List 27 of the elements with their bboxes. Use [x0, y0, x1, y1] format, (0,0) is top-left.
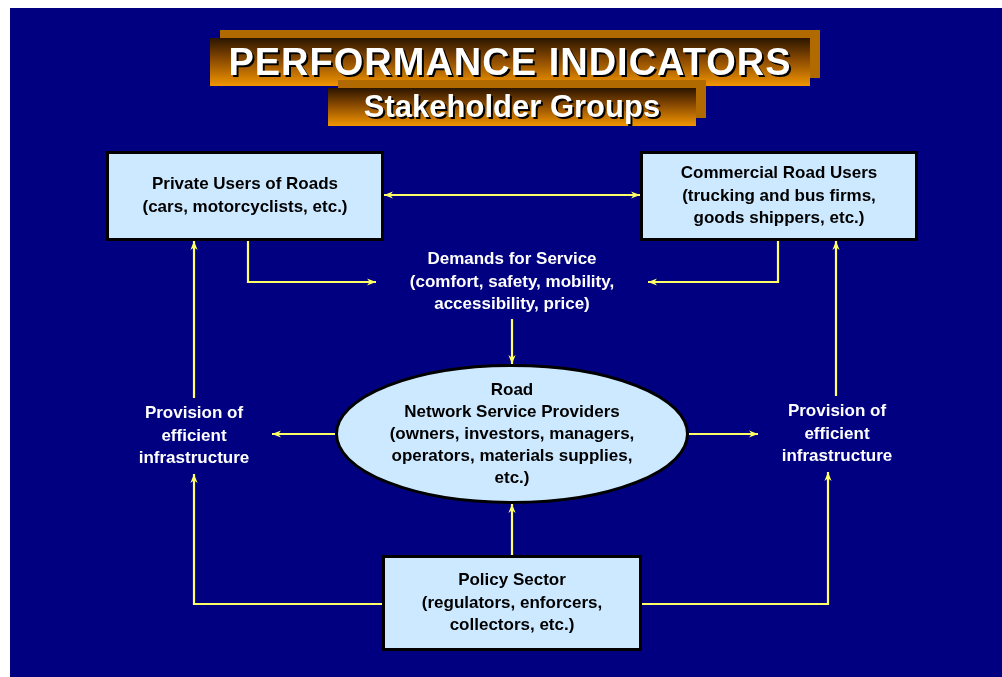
arrow: [190, 474, 382, 606]
node-description: (owners, investors, managers, operators, materials supplies, etc.): [388, 422, 636, 490]
node-description: (cars, motorcyclists, etc.): [142, 196, 348, 218]
annotation-text: Provision of efficient infrastructure: [137, 401, 251, 470]
node-title: Commercial Road Users: [680, 161, 878, 184]
annotation-text: Demands for Service: [427, 247, 597, 270]
arrow: [832, 241, 840, 396]
arrow: [190, 241, 198, 398]
arrow: [508, 319, 516, 364]
arrow: [508, 504, 516, 555]
node-title: Road: [490, 378, 534, 401]
arrow: [689, 430, 758, 438]
node-description: (regulators, enforcers, collectors, etc.): [420, 591, 604, 637]
arrow: [384, 191, 640, 199]
stakeholder-box: [640, 151, 918, 241]
node-title: Policy Sector: [458, 568, 566, 591]
annotation-text: (comfort, safety, mobility, accessibility, price): [408, 270, 616, 316]
arrow: [648, 241, 780, 286]
arrow: [642, 472, 832, 606]
annotation-text: Provision of efficient infrastructure: [780, 399, 894, 468]
node-title: Private Users of Roads: [151, 173, 339, 196]
stakeholder-box: [106, 151, 384, 241]
arrow: [246, 241, 376, 286]
node-title: Network Service Providers: [404, 400, 620, 423]
node-description: (trucking and bus firms, goods shippers, etc.): [681, 184, 877, 230]
stakeholder-box: [382, 555, 642, 651]
arrow: [272, 430, 335, 438]
